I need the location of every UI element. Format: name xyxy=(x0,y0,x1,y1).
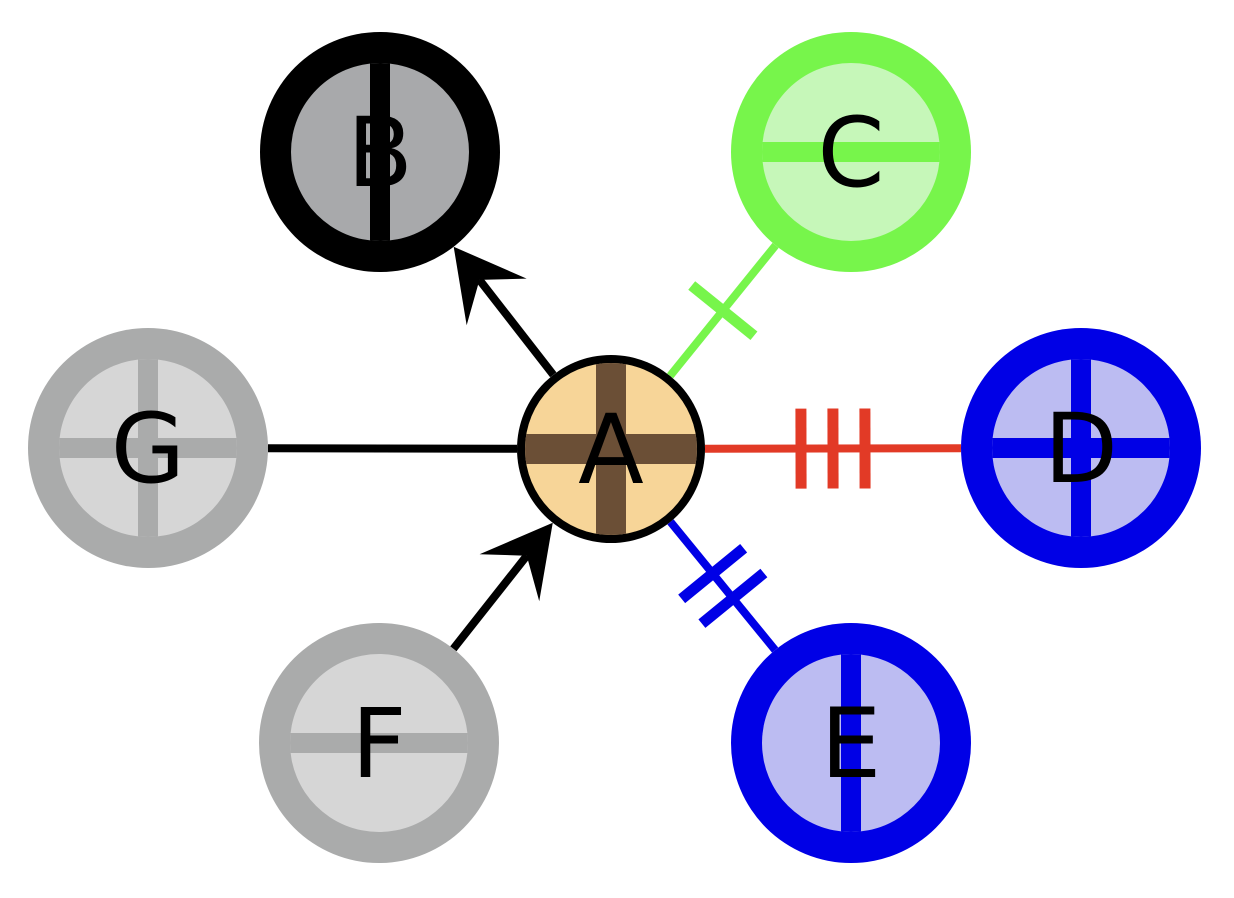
node-label: D xyxy=(1044,393,1118,505)
node-label: B xyxy=(347,97,413,209)
edge-line xyxy=(476,277,557,378)
edge-A-G xyxy=(267,444,518,453)
node-marker-cross xyxy=(59,359,237,537)
edge-line xyxy=(450,553,530,652)
node-vertical-bar xyxy=(841,654,861,832)
edge-tick-mark xyxy=(698,568,768,628)
edge-line xyxy=(667,519,779,653)
arrowhead-icon xyxy=(453,246,527,326)
node-label: F xyxy=(351,688,406,800)
node-marker-horizontal xyxy=(290,733,468,753)
edge-F-A xyxy=(450,522,553,652)
arrowhead-icon xyxy=(479,522,553,602)
node-F[interactable]: F xyxy=(259,623,499,863)
node-marker-cross xyxy=(992,359,1170,537)
node-vertical-bar xyxy=(596,363,626,535)
node-label: C xyxy=(817,97,884,209)
node-marker-horizontal xyxy=(762,142,940,162)
edge-tick-mark xyxy=(688,281,758,341)
node-horizontal-bar xyxy=(762,142,940,162)
edge-A-D xyxy=(704,408,962,489)
edges-layer xyxy=(267,242,962,653)
node-A[interactable]: A xyxy=(517,355,705,543)
node-E[interactable]: E xyxy=(731,623,971,863)
node-marker-vertical xyxy=(370,63,390,241)
node-vertical-bar xyxy=(370,63,390,241)
edge-A-C xyxy=(666,242,779,379)
node-marker-vertical xyxy=(841,654,861,832)
node-marker-cross xyxy=(525,363,697,535)
node-vertical-bar xyxy=(138,359,158,537)
node-B[interactable]: B xyxy=(260,32,500,272)
edge-tick-mark xyxy=(678,543,748,604)
node-label: A xyxy=(578,394,644,506)
edge-line xyxy=(267,444,518,453)
node-horizontal-bar xyxy=(290,733,468,753)
node-vertical-bar xyxy=(1071,359,1091,537)
node-D[interactable]: D xyxy=(961,328,1201,568)
edge-A-B xyxy=(453,246,557,378)
edge-A-E xyxy=(667,519,779,653)
node-C[interactable]: C xyxy=(731,32,971,272)
node-label: E xyxy=(821,688,882,800)
nodes-layer: A B C D E F G xyxy=(28,32,1201,863)
node-G[interactable]: G xyxy=(28,328,268,568)
node-label: G xyxy=(111,393,185,505)
